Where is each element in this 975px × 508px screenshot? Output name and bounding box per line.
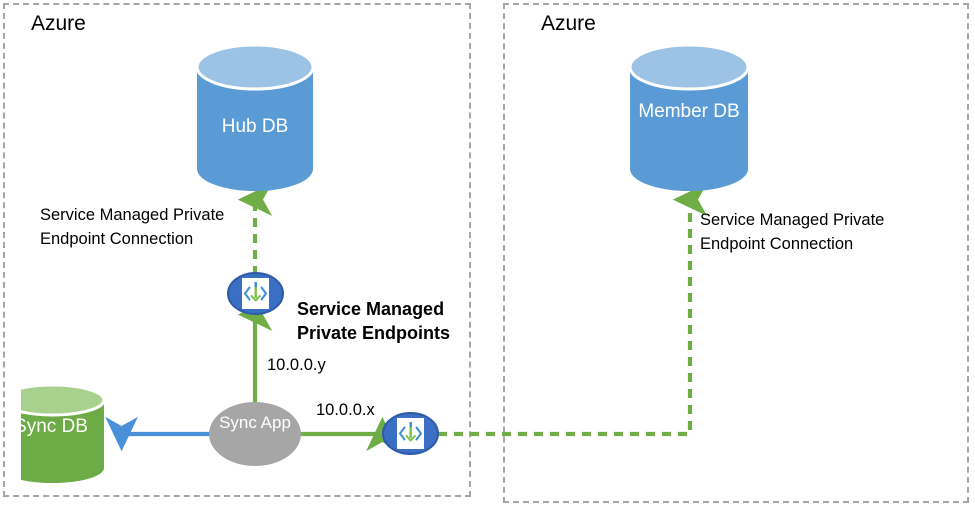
ip-hub-label: 10.0.0.y [267, 356, 326, 374]
member-db-cylinder-shape [630, 45, 748, 191]
member-db-node[interactable]: Member DB [630, 45, 748, 191]
sync-db-cylinder-shape [21, 385, 104, 483]
hub-connection-label: Service Managed Private Endpoint Connect… [40, 206, 225, 248]
sync-app-ellipse-shape [209, 402, 301, 466]
endpoints-title-label: Service Managed Private Endpoints [297, 299, 451, 343]
private-endpoint-hub-node[interactable] [227, 272, 284, 315]
private-endpoint-icon [382, 412, 439, 455]
hub-db-node[interactable]: Hub DB [197, 45, 313, 191]
sync-app-node[interactable]: Sync App [209, 402, 301, 466]
sync-db-node[interactable]: Sync DB [21, 385, 104, 483]
member-connection-label: Service Managed Private Endpoint Connect… [700, 211, 885, 253]
private-endpoint-member-node[interactable] [382, 412, 439, 455]
left-panel-label: Azure [31, 12, 86, 35]
private-endpoint-icon [227, 272, 284, 315]
ip-member-label: 10.0.0.x [316, 401, 375, 419]
right-panel-label: Azure [541, 12, 596, 35]
hub-db-cylinder-shape [197, 45, 313, 191]
